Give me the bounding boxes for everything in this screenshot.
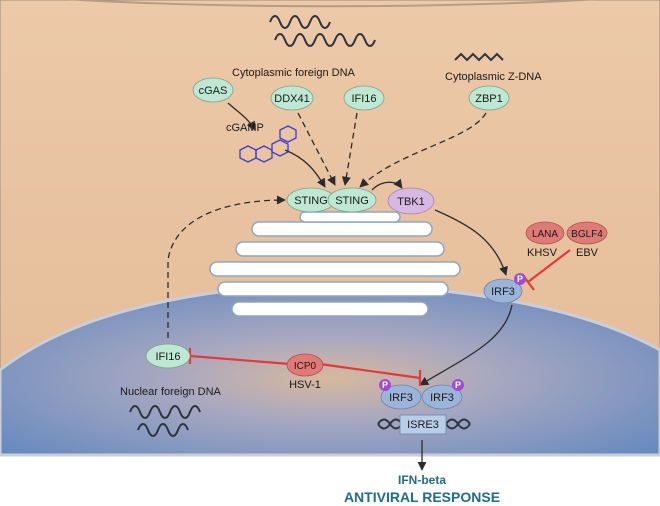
irf3-cyto-label: IRF3 [491,286,515,298]
antiviral-response-label: ANTIVIRAL RESPONSE [344,489,500,505]
inhibition-lines [188,249,571,386]
node-zbp1[interactable]: ZBP1 [468,85,510,111]
ifi16-nuc-label: IFI16 [155,351,180,363]
sting-right-label: STING [335,195,369,207]
cgamp-molecule-icon [239,125,297,163]
node-sting-left[interactable]: STING [286,187,336,213]
irf3-nuc-right-label: IRF3 [430,392,454,404]
node-sting-right[interactable]: STING [327,187,377,213]
kshv-label: KHSV [527,247,558,259]
sting-left-label: STING [294,195,328,207]
isre3-label: ISRE3 [407,419,439,431]
cgas-label: cGAS [199,85,228,97]
icp0-label: ICP0 [294,361,317,372]
ifn-beta-label: IFN-beta [398,473,446,487]
z-dna-helix-icon [454,52,504,62]
ebv-label: EBV [576,247,599,259]
nuclear-dna-helix-icon [129,405,201,437]
node-ddx41[interactable]: DDX41 [270,85,314,111]
nuclear-foreign-dna-label: Nuclear foreign DNA [120,386,222,398]
activation-arrows [167,102,513,471]
svg-text:P: P [455,380,461,390]
cytoplasmic-foreign-dna-label: Cytoplasmic foreign DNA [232,67,356,79]
node-cgas[interactable]: cGAS [192,77,234,103]
dna-helix-icon [269,15,376,47]
node-ifi16-cyto[interactable]: IFI16 [343,85,385,111]
tbk1-label: TBK1 [397,196,425,208]
hsv1-label: HSV-1 [289,379,321,391]
zbp1-label: ZBP1 [475,93,503,105]
node-irf3-nuc-right[interactable]: IRF3 [421,384,463,410]
lana-label: LANA [532,229,558,240]
node-bglf4[interactable]: BGLF4 [566,221,608,245]
svg-text:P: P [382,380,388,390]
phosphate-badge-icon: P [452,379,464,391]
node-tbk1[interactable]: TBK1 [387,187,435,215]
bglf4-label: BGLF4 [571,229,603,240]
svg-text:P: P [517,274,523,284]
ddx41-label: DDX41 [274,93,309,105]
ifi16-cyto-label: IFI16 [351,93,376,105]
node-irf3-nuc-left[interactable]: IRF3 [380,384,422,410]
cytoplasmic-z-dna-label: Cytoplasmic Z-DNA [445,71,542,83]
node-icp0[interactable]: ICP0 [286,353,324,377]
node-ifi16-nuc[interactable]: IFI16 [145,343,191,369]
node-irf3-cyto[interactable]: IRF3 [483,278,523,304]
phosphate-badge-icon: P [379,379,391,391]
phosphate-badge-icon: P [514,273,526,285]
isre3-promoter[interactable]: ISRE3 [377,414,471,435]
node-lana[interactable]: LANA [525,221,565,245]
cgamp-label: cGAMP [226,122,264,134]
irf3-nuc-left-label: IRF3 [389,392,413,404]
